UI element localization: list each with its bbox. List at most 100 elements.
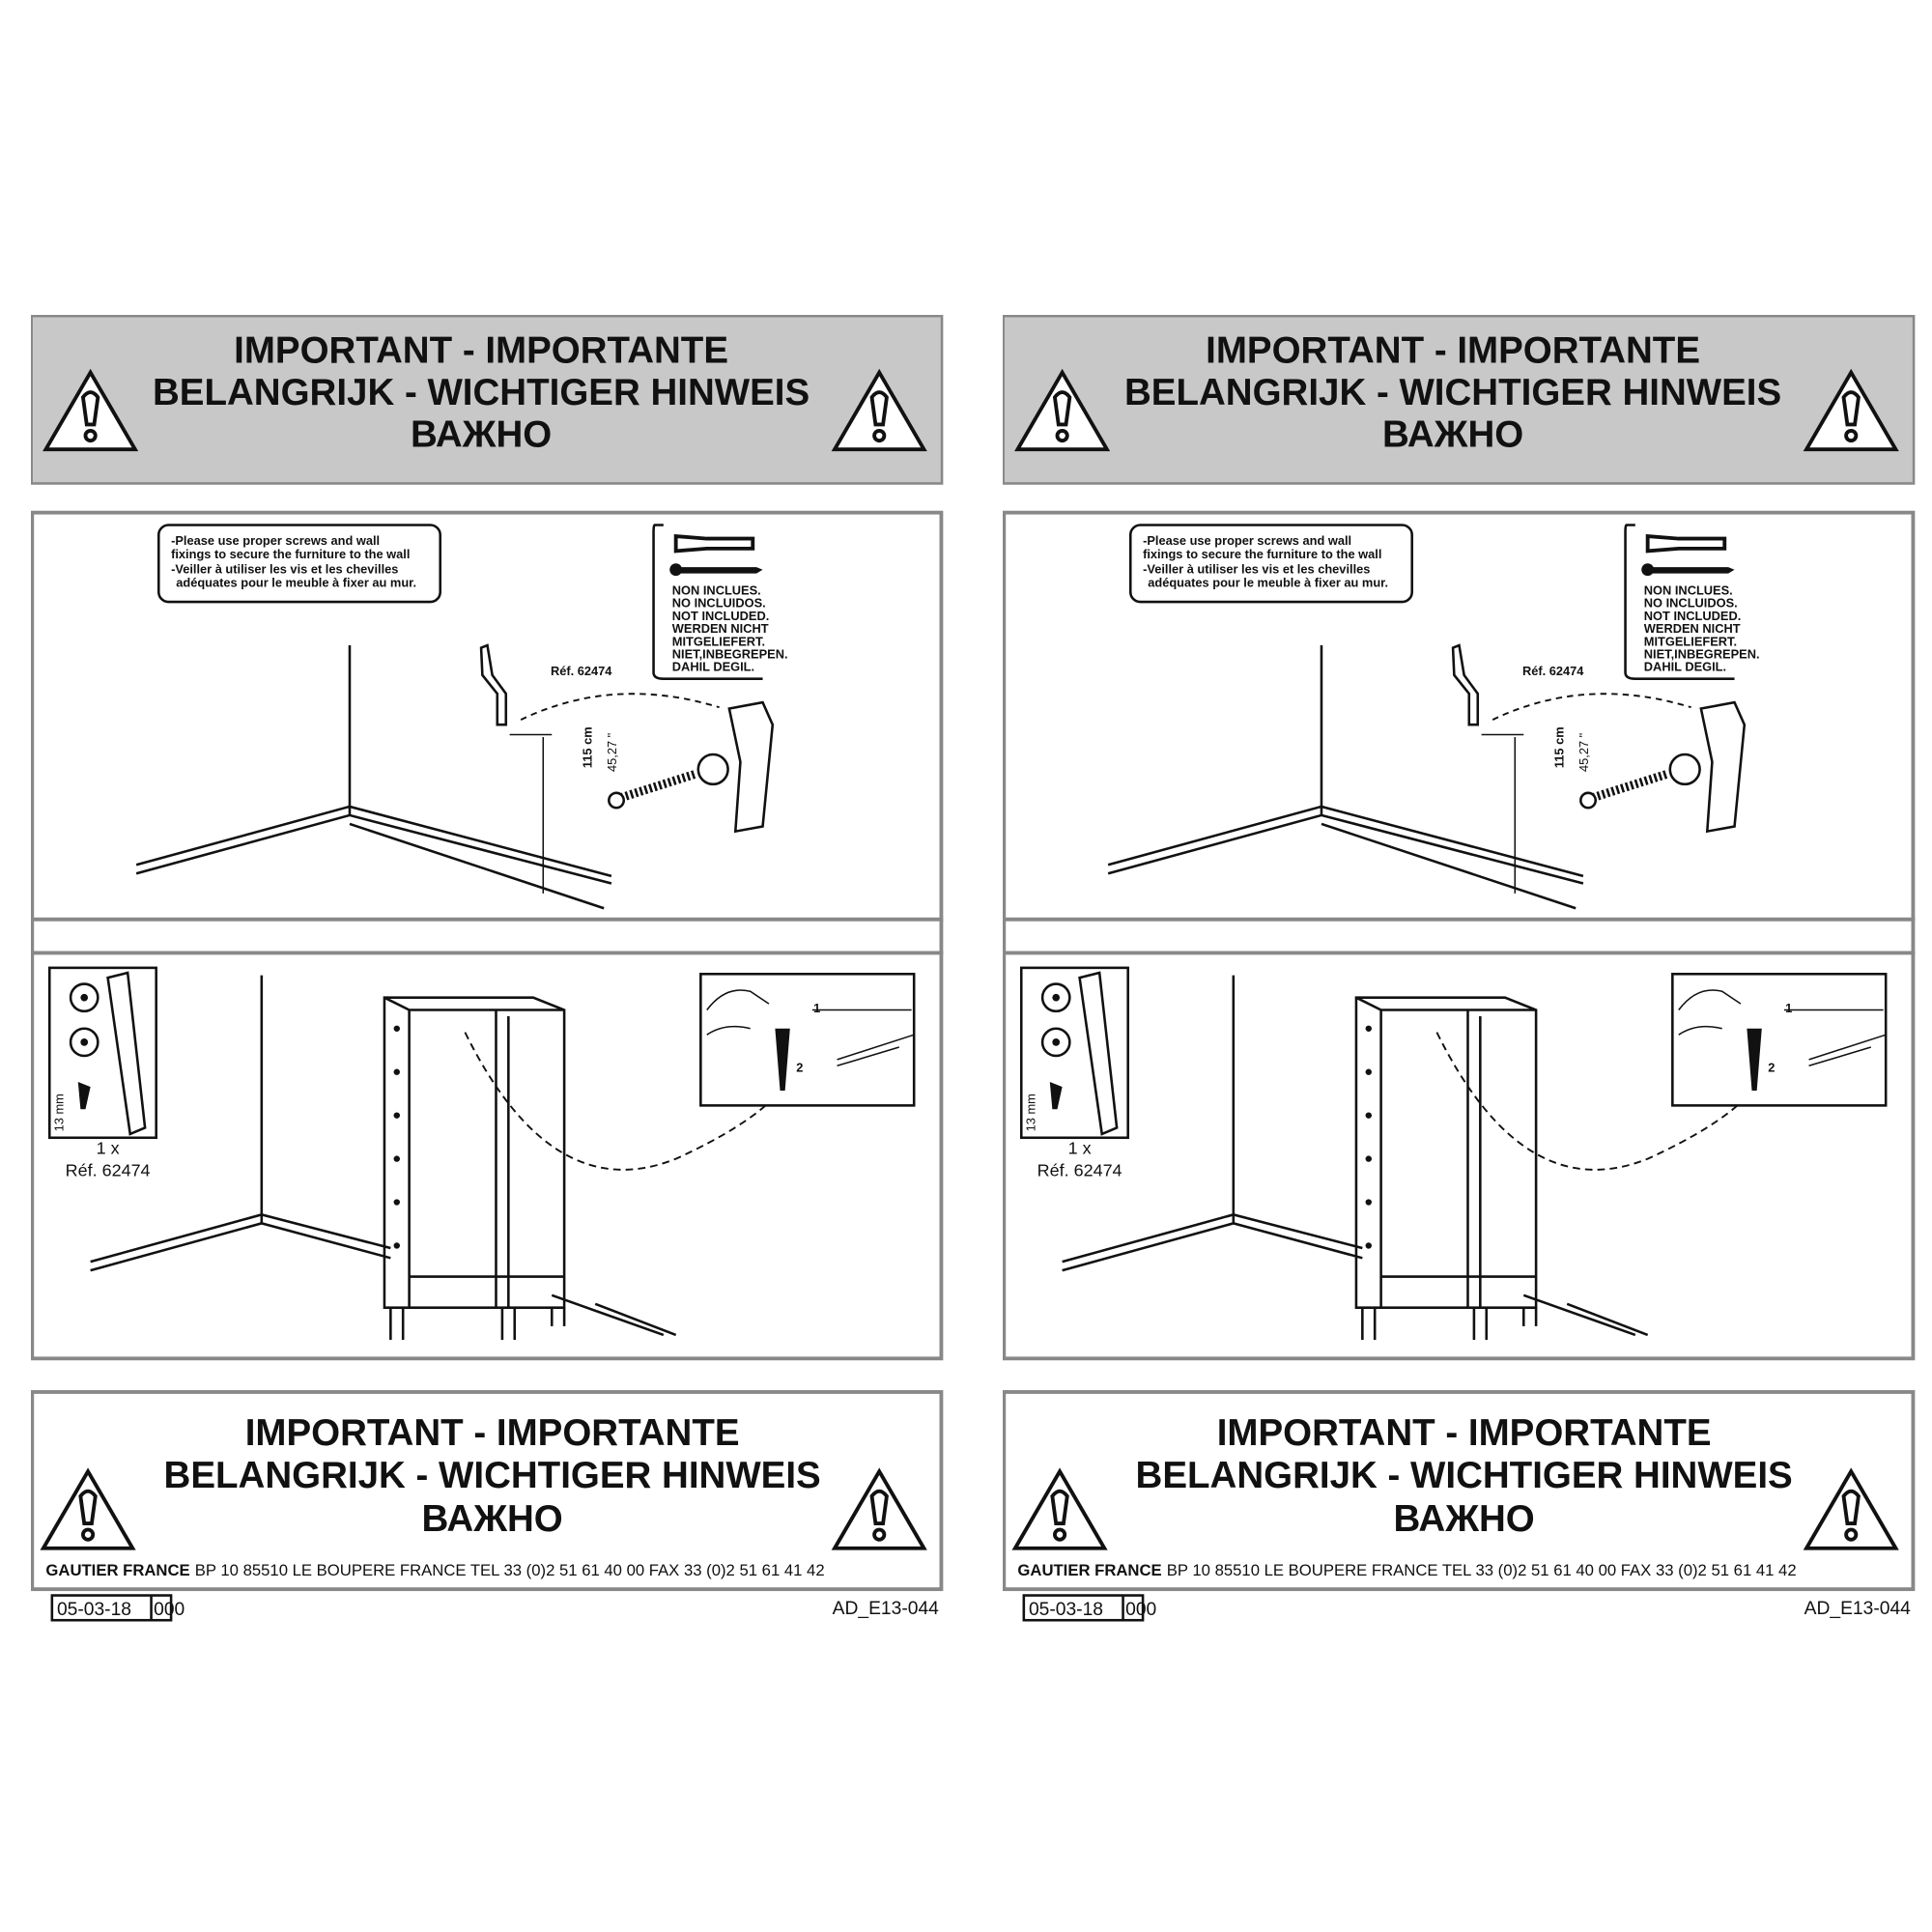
document-code: AD_E13-044 [1804, 1599, 1912, 1619]
note-line: fixings to secure the furniture to the w… [1143, 547, 1381, 561]
note-line: -Please use proper screws and wall [171, 533, 380, 548]
address-line: BP 10 85510 LE BOUPERE FRANCE TEL 33 (0)… [1167, 1561, 1797, 1579]
header-line-2: BELANGRIJK - WICHTIGER HINWEIS [1124, 372, 1781, 413]
wall-screw [614, 770, 696, 804]
not-included-line: DAHIL DEGIL. [672, 660, 754, 674]
wall-bracket [479, 643, 508, 726]
floor-skirting [90, 1213, 677, 1337]
height-cm-label: 115 cm [580, 726, 594, 768]
footer-header-line-1: IMPORTANT - IMPORTANTE [1217, 1412, 1712, 1454]
footer-header-line-2: BELANGRIJK - WICHTIGER HINWEIS [1136, 1455, 1793, 1496]
not-included-line: DAHIL DEGIL. [1644, 660, 1726, 674]
washer [696, 753, 729, 786]
step-2-attach-panel: 13 mm 1 x Réf. 62474 1 2 [31, 951, 944, 1361]
header-line-3: ВАЖНО [1382, 414, 1523, 456]
detail-inset [699, 973, 916, 1107]
floor-skirting [135, 805, 612, 910]
screw-icon [669, 563, 763, 577]
company-address: GAUTIER FRANCE BP 10 85510 LE BOUPERE FRA… [45, 1561, 824, 1579]
note-line: adéquates pour le meuble à fixer au mur. [176, 576, 416, 590]
date-code: 05-03-18 [57, 1600, 131, 1620]
hand-drawing [1678, 989, 1887, 1067]
wall-plug-icon [673, 533, 755, 554]
height-cm-label: 115 cm [1551, 726, 1566, 768]
not-included-box [1624, 524, 1735, 680]
step-2-attach-panel: 13 mm 1 x Réf. 62474 1 2 [1003, 951, 1916, 1361]
note-line: -Please use proper screws and wall [1143, 533, 1351, 548]
bookcase-cabinet [1354, 996, 1538, 1341]
screw-length-label: 13 mm [51, 1094, 66, 1131]
footer-header-line-2: BELANGRIJK - WICHTIGER HINWEIS [164, 1455, 821, 1496]
dashed-arrow [464, 1032, 777, 1171]
company-name: GAUTIER FRANCE [1017, 1561, 1161, 1579]
bookcase-cabinet [383, 996, 566, 1341]
dashed-arrow [1435, 1032, 1748, 1171]
not-included-line: NON INCLUES. [672, 582, 761, 597]
quantity-label: 1 x [1068, 1138, 1092, 1157]
furniture-side-panel [1699, 700, 1747, 834]
hand-drawing [706, 989, 915, 1067]
company-name: GAUTIER FRANCE [45, 1561, 189, 1579]
warning-footer-box: IMPORTANT - IMPORTANTE BELANGRIJK - WICH… [1003, 1390, 1916, 1592]
warning-header-top: IMPORTANT - IMPORTANTE BELANGRIJK - WICH… [31, 315, 944, 485]
ref-label: Réf. 62474 [1522, 664, 1584, 678]
ref-label: Réf. 62474 [551, 664, 612, 678]
document-code: AD_E13-044 [833, 1599, 940, 1619]
dashed-arrow [1492, 693, 1691, 721]
screw-icon [1641, 563, 1735, 577]
part-ref-label: Réf. 62474 [1037, 1161, 1122, 1180]
floor-skirting [1062, 1213, 1649, 1337]
not-included-line: WERDEN NICHT [1644, 621, 1741, 636]
not-included-line: NIET,INBEGREPEN. [672, 647, 788, 662]
address-line: BP 10 85510 LE BOUPERE FRANCE TEL 33 (0)… [195, 1561, 825, 1579]
screw-part [1049, 1081, 1063, 1110]
callout-2: 2 [796, 1061, 803, 1075]
note-line: adéquates pour le meuble à fixer au mur. [1148, 576, 1388, 590]
furniture-side-panel [727, 700, 775, 834]
screw-part [77, 1081, 91, 1110]
dashed-arrow [520, 693, 720, 721]
wall-plug-icon [1645, 533, 1727, 554]
instruction-sheet: IMPORTANT - IMPORTANTE BELANGRIJK - WICH… [1003, 315, 1916, 1622]
callout-2: 2 [1768, 1061, 1775, 1075]
floor-skirting [1107, 805, 1584, 910]
warning-header-top: IMPORTANT - IMPORTANTE BELANGRIJK - WICH… [1003, 315, 1916, 485]
footer-header-line-3: ВАЖНО [422, 1498, 563, 1540]
header-line-1: IMPORTANT - IMPORTANTE [234, 329, 728, 371]
footer-header-line-1: IMPORTANT - IMPORTANTE [245, 1412, 740, 1454]
note-line: -Veiller à utiliser les vis et les chevi… [171, 562, 398, 577]
quantity-label: 1 x [97, 1138, 120, 1157]
step-1-wall-fixing-panel: -Please use proper screws and wall fixin… [31, 510, 944, 955]
instruction-sheet: IMPORTANT - IMPORTANTE BELANGRIJK - WICH… [31, 315, 944, 1622]
note-box [156, 524, 441, 604]
wall-screw [1586, 770, 1668, 804]
not-included-line: NIET,INBEGREPEN. [1644, 647, 1760, 662]
note-line: -Veiller à utiliser les vis et les chevi… [1143, 562, 1370, 577]
not-included-line: NO INCLUIDOS. [1644, 596, 1738, 611]
bracket-part [106, 971, 147, 1136]
bracket-part [1078, 971, 1119, 1136]
revision-code: 000 [154, 1600, 185, 1620]
footer-header-line-3: ВАЖНО [1394, 1498, 1535, 1540]
wall-bracket [1451, 643, 1480, 726]
company-address: GAUTIER FRANCE BP 10 85510 LE BOUPERE FRA… [1017, 1561, 1796, 1579]
not-included-line: WERDEN NICHT [672, 621, 769, 636]
callout-1: 1 [813, 1001, 820, 1015]
instruction-page-left: IMPORTANT - IMPORTANTE BELANGRIJK - WICH… [31, 315, 944, 1631]
part-ref-label: Réf. 62474 [66, 1161, 151, 1180]
height-inch-label: 45,27 " [1577, 732, 1591, 772]
not-included-line: NOT INCLUDED. [1644, 609, 1741, 623]
not-included-line: NO INCLUIDOS. [672, 596, 766, 611]
not-included-box [652, 524, 763, 680]
screw-length-label: 13 mm [1023, 1094, 1037, 1131]
header-line-2: BELANGRIJK - WICHTIGER HINWEIS [153, 372, 810, 413]
warning-footer-box: IMPORTANT - IMPORTANTE BELANGRIJK - WICH… [31, 1390, 944, 1592]
height-inch-label: 45,27 " [605, 732, 619, 772]
header-line-1: IMPORTANT - IMPORTANTE [1206, 329, 1700, 371]
washer [1668, 753, 1701, 786]
note-box [1128, 524, 1413, 604]
note-line: fixings to secure the furniture to the w… [171, 547, 410, 561]
step-1-wall-fixing-panel: -Please use proper screws and wall fixin… [1003, 510, 1916, 955]
not-included-line: MITGELIEFERT. [672, 634, 765, 648]
not-included-line: MITGELIEFERT. [1644, 634, 1737, 648]
